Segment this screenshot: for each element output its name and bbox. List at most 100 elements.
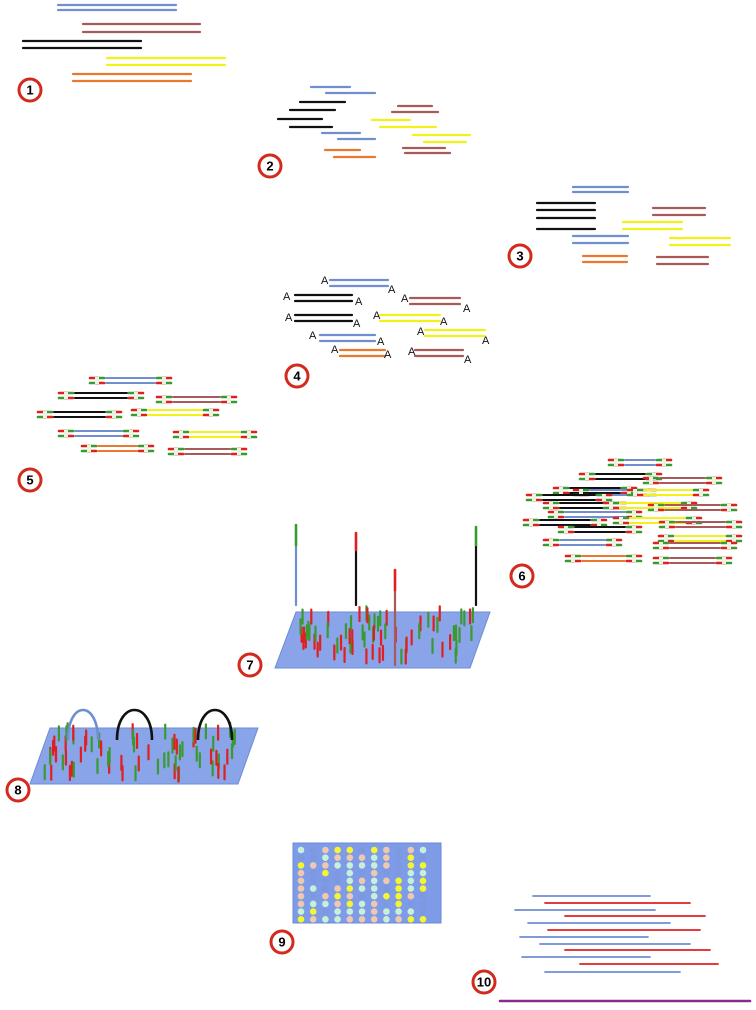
adapter-index <box>732 521 736 528</box>
adapter-index <box>564 526 568 533</box>
adapter-index <box>64 430 68 437</box>
cluster-dot <box>395 885 402 892</box>
step-circle <box>509 563 535 589</box>
a-tail-label: A <box>373 310 381 322</box>
cluster-dot <box>309 900 317 908</box>
cluster-dot <box>322 862 329 869</box>
adapter-index <box>597 519 601 526</box>
adapter-index <box>614 459 618 466</box>
cluster-dot <box>346 862 354 869</box>
cluster-dot <box>370 854 378 861</box>
adapter-index <box>43 411 47 418</box>
cluster-dot <box>322 900 329 908</box>
cluster-dot <box>395 846 402 854</box>
a-tail-label: A <box>408 346 416 358</box>
cluster-dot <box>334 862 341 869</box>
cluster-dot <box>407 916 415 923</box>
bridge-arch <box>115 708 154 741</box>
cluster-dot <box>322 854 329 861</box>
cluster-dot <box>309 862 317 869</box>
a-tail-label: A <box>353 318 361 330</box>
cluster-dot <box>309 846 317 854</box>
cluster-dot <box>309 854 317 861</box>
cluster-dot <box>358 877 366 885</box>
cluster-dot <box>334 877 341 885</box>
adapter-index <box>112 411 116 418</box>
cluster-dot <box>297 846 305 854</box>
a-tail-label: A <box>355 296 363 308</box>
bridge-arch <box>66 708 100 741</box>
adapter-index <box>129 430 133 437</box>
cluster-dot <box>309 877 317 885</box>
adapter-index <box>712 477 716 484</box>
cluster-dot <box>309 885 317 892</box>
cluster-dot <box>358 869 366 877</box>
adapter-index <box>732 535 736 542</box>
cluster-dot <box>419 862 427 869</box>
cluster-dot <box>419 846 427 854</box>
cluster-dot <box>370 908 378 915</box>
cluster-dot <box>407 908 415 915</box>
adapter-index <box>612 539 616 546</box>
adapter-index <box>662 459 666 466</box>
cluster-dot <box>297 900 305 908</box>
cluster-dot <box>309 916 317 923</box>
adapter-index <box>237 448 241 455</box>
step-badge-9: 9 <box>269 929 295 955</box>
cluster-dot <box>407 862 415 869</box>
cluster-dot <box>395 916 402 923</box>
step-circle <box>269 929 295 955</box>
cluster-dot <box>358 846 366 854</box>
adapter-index <box>579 489 583 496</box>
cluster-dot <box>383 900 390 908</box>
cluster-dot <box>358 885 366 892</box>
step-circle <box>17 77 43 103</box>
cluster-dot <box>383 908 390 915</box>
cluster-dot <box>322 869 329 877</box>
adapter-index <box>64 392 68 399</box>
cluster-dot <box>297 892 305 900</box>
cluster-dot <box>419 854 427 861</box>
cluster-dot <box>407 892 415 900</box>
cluster-dot <box>383 877 390 885</box>
a-tail-label: A <box>384 349 392 361</box>
adapter-index <box>699 489 703 496</box>
adapter-index <box>174 448 178 455</box>
a-tail-label: A <box>285 312 293 324</box>
cluster-dot <box>395 877 402 885</box>
adapter-index <box>602 494 606 501</box>
adapter-index <box>549 539 553 546</box>
bridge-arch <box>196 708 234 741</box>
step-badge-10: 10 <box>471 969 497 995</box>
a-tail-label: A <box>482 335 490 347</box>
cluster-dot <box>419 916 427 923</box>
cluster-dot <box>419 900 427 908</box>
adapter-index <box>209 409 213 416</box>
adapter-index <box>609 502 613 509</box>
cluster-dot <box>419 892 427 900</box>
cluster-dot <box>297 916 305 923</box>
cluster-dot <box>334 908 341 915</box>
step-circle <box>5 777 31 803</box>
adapter-index <box>247 431 251 438</box>
adapter-index <box>571 555 575 562</box>
adapter-index <box>727 504 731 511</box>
adapter-index <box>532 494 536 501</box>
adapter-index <box>585 473 589 480</box>
cluster-dot <box>297 885 305 892</box>
cluster-dot <box>370 869 378 877</box>
step-badge-7: 7 <box>237 652 263 678</box>
cluster-dot <box>334 916 341 923</box>
cluster-dot <box>346 846 354 854</box>
cluster-dot <box>358 862 366 869</box>
adapter-index <box>95 377 99 384</box>
cluster-dot <box>309 908 317 915</box>
cluster-dot <box>395 862 402 869</box>
cluster-dot <box>370 916 378 923</box>
adapter-index <box>659 557 663 564</box>
cluster-dot <box>297 869 305 877</box>
adapter-index <box>87 445 91 452</box>
adapter-index <box>727 542 731 549</box>
